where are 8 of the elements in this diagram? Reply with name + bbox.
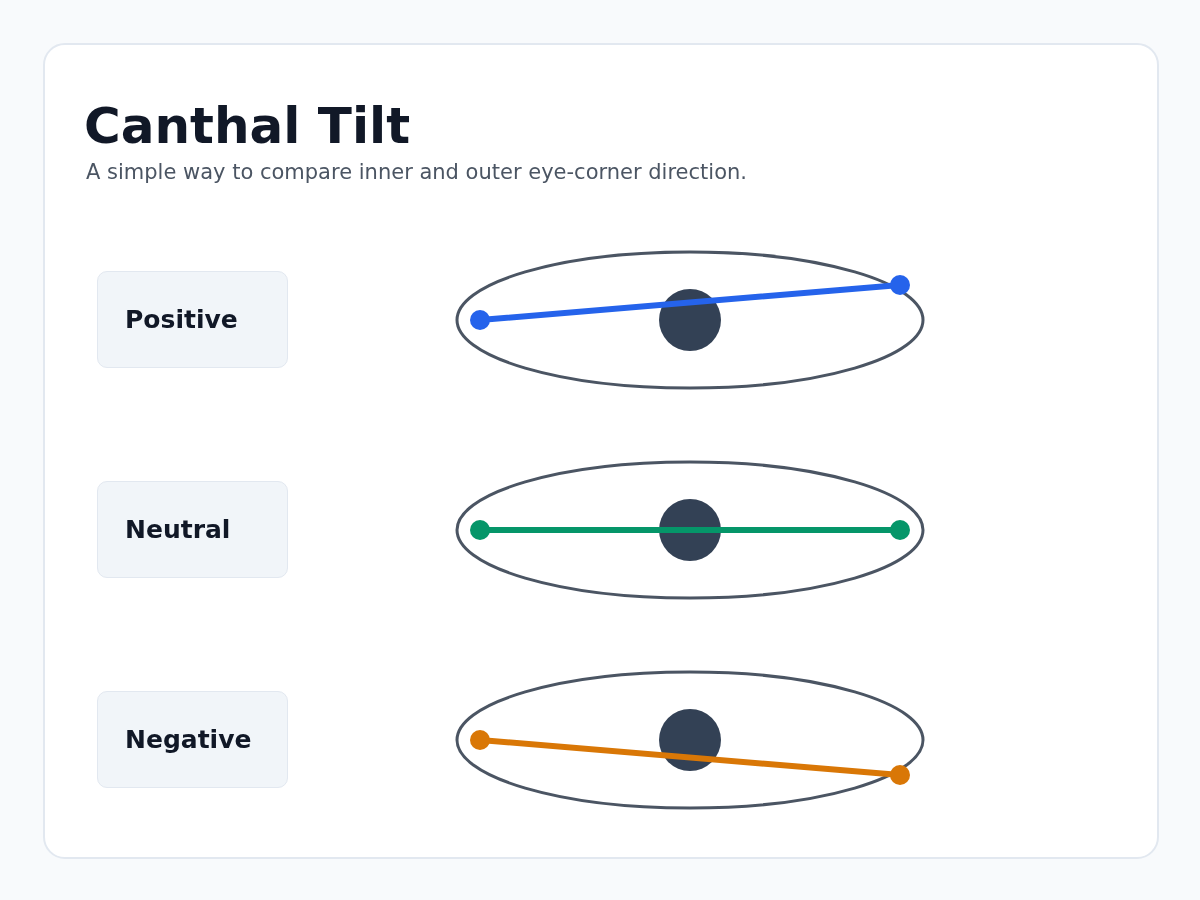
label-card xyxy=(97,481,288,578)
tilt-label: Negative xyxy=(125,725,252,754)
title: Canthal Tilt xyxy=(84,96,411,156)
label-card xyxy=(97,271,288,368)
tilt-label: Neutral xyxy=(125,515,231,544)
label-card xyxy=(97,691,288,788)
subtitle: A simple way to compare inner and outer eye-corner direction. xyxy=(86,159,747,186)
tilt-label: Positive xyxy=(125,305,238,334)
